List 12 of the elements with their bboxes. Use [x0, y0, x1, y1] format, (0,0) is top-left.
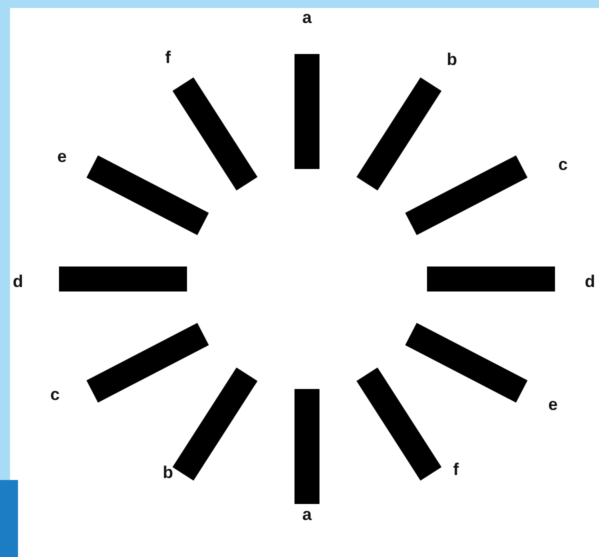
- bar-label: f: [453, 461, 459, 479]
- bar-label: e: [57, 148, 67, 166]
- bar-label: d: [12, 273, 24, 291]
- bar-label: f: [165, 49, 171, 67]
- bar-label: b: [162, 464, 174, 482]
- bar-label: b: [446, 51, 458, 69]
- bar-label: e: [548, 396, 558, 414]
- bar-label: c: [558, 156, 568, 174]
- bar-label: c: [50, 386, 60, 404]
- bar-label: a: [302, 506, 312, 524]
- bar-label: d: [584, 273, 596, 291]
- bar-label: a: [302, 9, 312, 27]
